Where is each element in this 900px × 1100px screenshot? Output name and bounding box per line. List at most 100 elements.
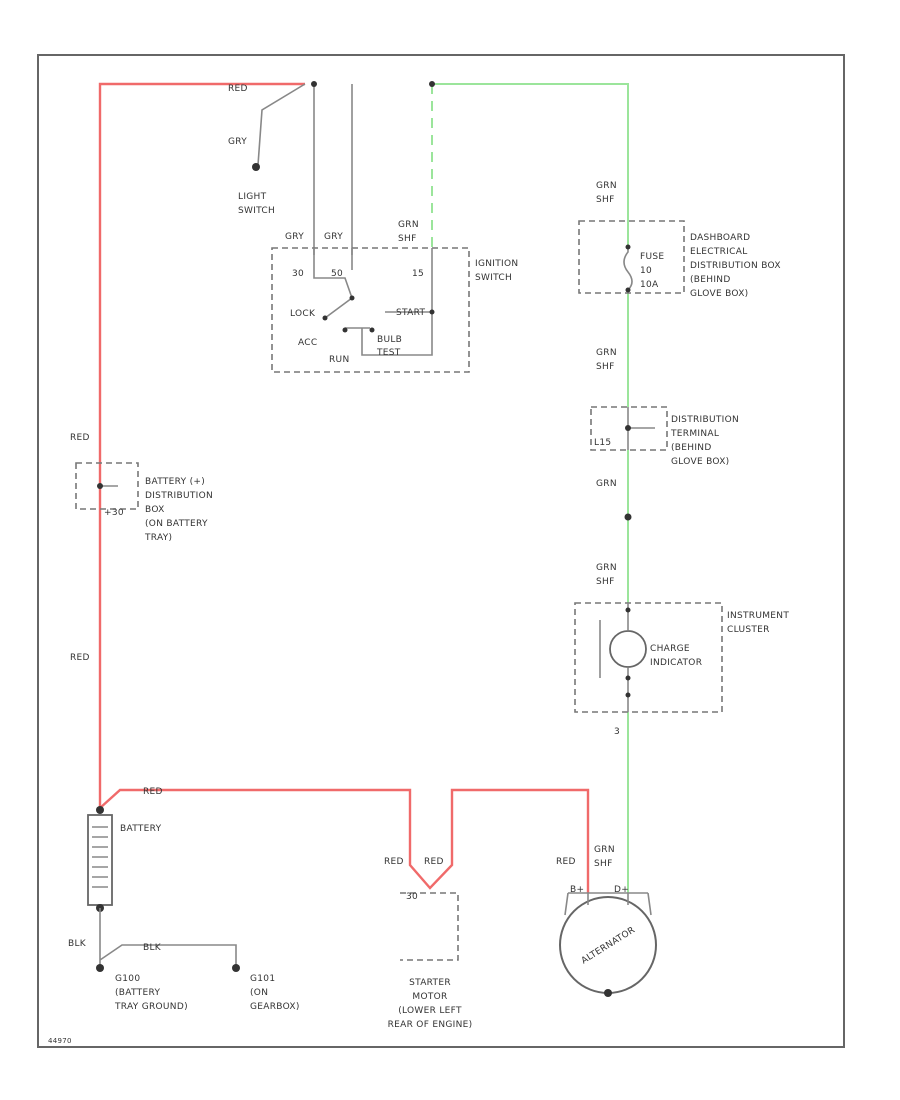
ignition-pin-50: 50 (331, 269, 343, 279)
ignition-pos-run: RUN (329, 355, 349, 365)
starter-pin: 30 (406, 892, 418, 902)
instrument-cluster-pin: 3 (614, 727, 620, 737)
battery-positive-terminal (96, 806, 104, 814)
ignition-switch-label-2: SWITCH (475, 273, 512, 283)
battery-distribution-node (97, 483, 103, 489)
dashboard-box-label-2: ELECTRICAL (690, 247, 748, 257)
battery-distribution-pin: +30 (104, 508, 124, 518)
cluster-terminal-2 (625, 692, 631, 698)
battery-box-label-1: BATTERY (+) (145, 477, 205, 487)
wire-label-grn-mid-2: SHF (596, 362, 615, 372)
ground-g101-terminal (232, 964, 240, 972)
fuse-label-3: 10A (640, 280, 659, 290)
fuse-label-1: FUSE (640, 252, 664, 262)
instrument-cluster-label-2: CLUSTER (727, 625, 770, 635)
ignition-switch-label-1: IGNITION (475, 259, 518, 269)
distribution-terminal-label-3: (BEHIND (671, 443, 712, 453)
alternator-ground-terminal (604, 989, 612, 997)
wire-label-grn-alt-1: GRN (594, 845, 615, 855)
wire-label-grn-ic-1: GRN (596, 563, 617, 573)
instrument-cluster-label-1: INSTRUMENT (727, 611, 789, 621)
distribution-terminal-pin: L15 (594, 438, 611, 448)
fuse-terminal-top (625, 244, 631, 250)
ground-g101-label-3: GEARBOX) (250, 1002, 300, 1012)
dashboard-box-label-4: (BEHIND (690, 275, 731, 285)
wire-label-red-starter-a: RED (384, 857, 404, 867)
alternator-pin-d: D+ (614, 885, 629, 895)
wire-label-red-left-2: RED (70, 653, 90, 663)
cluster-terminal-top (625, 607, 631, 613)
ignition-pos-start: START (396, 308, 425, 318)
starter-label-1: STARTER (409, 978, 451, 988)
starter-label-4: REAR OF ENGINE) (388, 1020, 473, 1030)
diagram-border (37, 54, 845, 1048)
battery-box-label-4: (ON BATTERY (145, 519, 208, 529)
gray-wire-light-switch (257, 83, 306, 166)
wire-label-grn-ign-1: GRN (398, 220, 419, 230)
red-wire-battery-to-alternator (99, 788, 590, 893)
instrument-cluster-box (574, 602, 723, 713)
distribution-terminal-label-1: DISTRIBUTION (671, 415, 739, 425)
ignition-switch-box (271, 247, 470, 373)
ground-g100-terminal (96, 964, 104, 972)
wire-label-grn-ign-2: SHF (398, 234, 417, 244)
light-switch-label-2: SWITCH (238, 206, 275, 216)
ignition-pos-bulb-1: BULB (377, 335, 402, 345)
ignition-pin-30: 30 (292, 269, 304, 279)
ignition-pos-bulb-2: TEST (376, 348, 401, 358)
wire-label-red-starter-b: RED (424, 857, 444, 867)
fuse-label-2: 10 (640, 266, 652, 276)
light-switch-label-1: LIGHT (238, 192, 267, 202)
ignition-contact-3 (342, 327, 348, 333)
starter-label-2: MOTOR (412, 992, 447, 1002)
wire-label-gry-ign-a: GRY (285, 232, 304, 242)
wire-label-blk-batt: BLK (68, 939, 87, 949)
distribution-terminal-label-2: TERMINAL (670, 429, 719, 439)
battery-symbol (87, 814, 113, 906)
splice-top-left (311, 81, 317, 87)
wire-label-gry-ign-b: GRY (324, 232, 343, 242)
wire-label-red-left-1: RED (70, 433, 90, 443)
ignition-pin-15: 15 (412, 269, 424, 279)
fuse-terminal-bottom (625, 287, 631, 293)
ground-wires (99, 908, 237, 968)
ignition-contact-1 (349, 295, 355, 301)
wire-label-grn-fuse-2: SHF (596, 195, 615, 205)
wire-label-grn-mid-1: GRN (596, 348, 617, 358)
battery-label: BATTERY (120, 824, 162, 834)
alternator-terminals (564, 892, 652, 916)
dashboard-distribution-box (578, 220, 685, 294)
light-switch-terminal (252, 163, 260, 171)
charge-indicator-label-1: CHARGE (650, 644, 690, 654)
starter-motor-box (400, 892, 459, 961)
wire-label-grn-alt-2: SHF (594, 859, 613, 869)
ground-g100-label-2: (BATTERY (115, 988, 160, 998)
wire-label-gry-light: GRY (228, 137, 247, 147)
ignition-pos-acc: ACC (298, 338, 317, 348)
ignition-switch-internal (313, 248, 433, 356)
ground-g100-label-1: G100 (115, 974, 140, 984)
battery-box-label-3: BOX (145, 505, 165, 515)
ground-g100-label-3: TRAY GROUND) (114, 1002, 188, 1012)
splice-green-mid (624, 513, 632, 521)
wire-label-blk-ground: BLK (143, 943, 162, 953)
splice-top-right (429, 81, 435, 87)
starter-label-3: (LOWER LEFT (398, 1006, 462, 1016)
distribution-terminal-node (625, 425, 631, 431)
wire-label-red-top: RED (228, 84, 248, 94)
ground-g101-label-2: (ON (250, 988, 268, 998)
wire-label-grn-fuse-1: GRN (596, 181, 617, 191)
distribution-terminal-label-4: GLOVE BOX) (671, 457, 730, 467)
battery-box-label-2: DISTRIBUTION (145, 491, 213, 501)
wire-label-grn-ic-2: SHF (596, 577, 615, 587)
ignition-contact-4 (369, 327, 375, 333)
wire-label-red-alt: RED (556, 857, 576, 867)
cluster-terminal-1 (625, 675, 631, 681)
distribution-terminal-bus (627, 407, 655, 450)
alternator-pin-b: B+ (570, 885, 584, 895)
wire-label-grn-dist: GRN (596, 479, 617, 489)
ignition-contact-5 (429, 309, 435, 315)
diagram-id: 44970 (48, 1037, 72, 1045)
ignition-contact-2 (322, 315, 328, 321)
